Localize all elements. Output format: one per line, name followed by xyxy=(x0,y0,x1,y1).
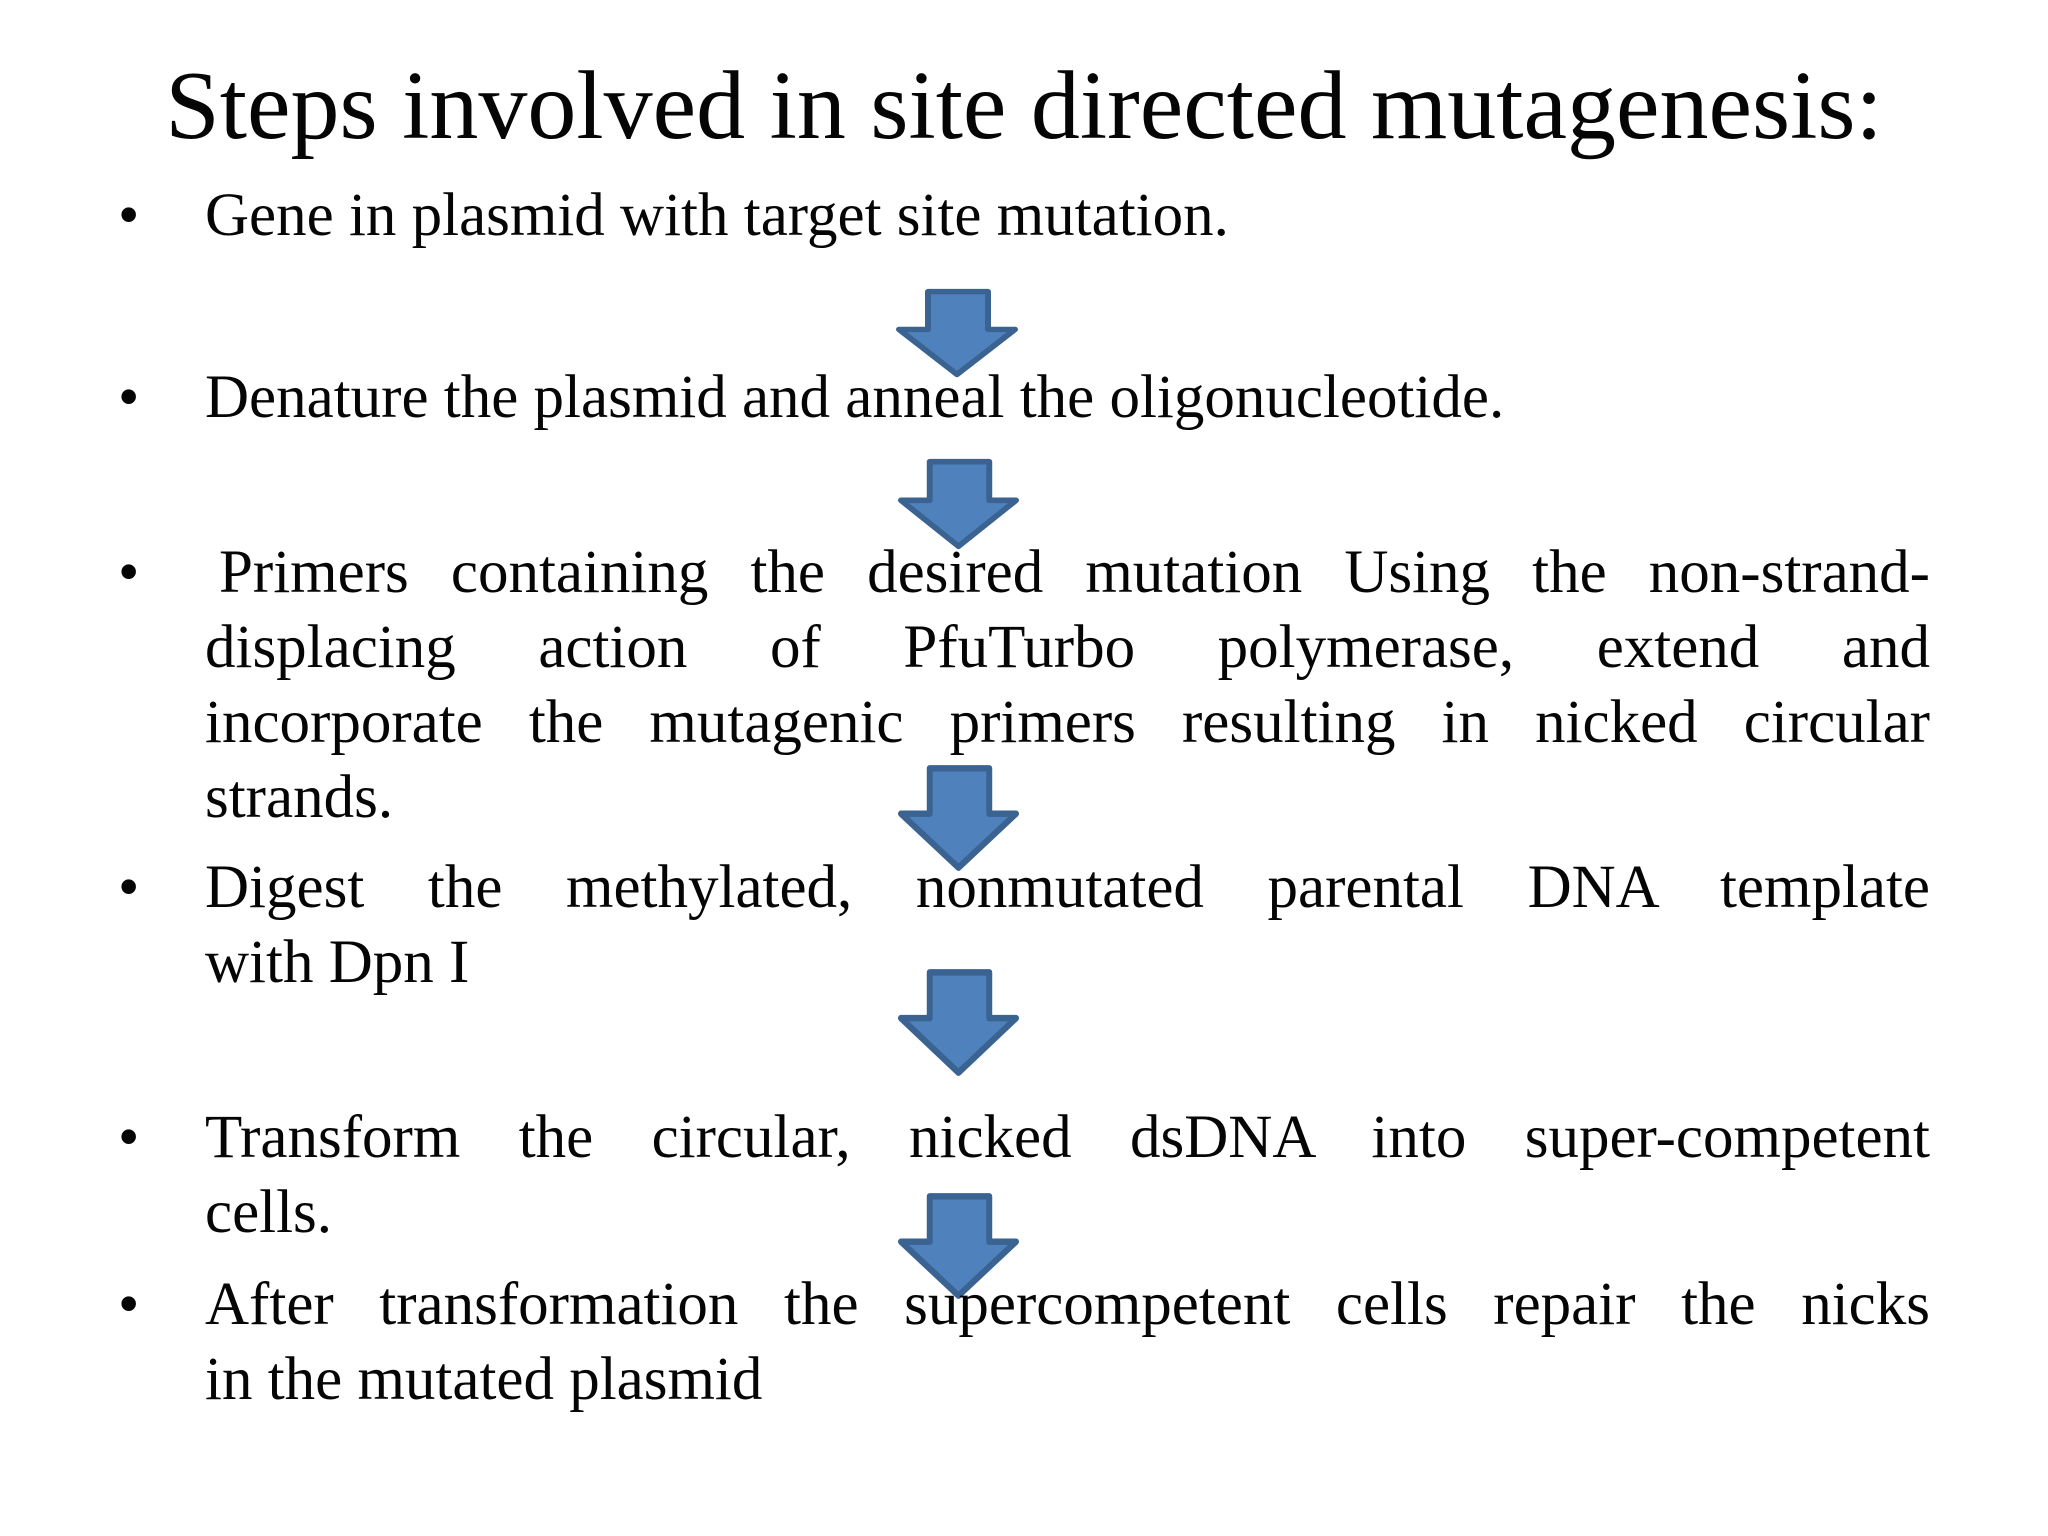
down-arrow-icon xyxy=(896,288,1018,378)
bullet-line: Denature the plasmid and anneal the olig… xyxy=(205,364,1505,431)
bullet-text: Transform the circular, nicked dsDNA int… xyxy=(205,1100,1930,1250)
bullet-text: Denature the plasmid and anneal the olig… xyxy=(205,360,1930,435)
bullet-text: Primers containing the desired mutation … xyxy=(205,535,1930,835)
down-arrow-icon xyxy=(895,288,1019,378)
down-arrow-icon xyxy=(897,1193,1020,1299)
bullet-line: cells. xyxy=(205,1179,333,1246)
bullet-line: strands. xyxy=(205,764,394,831)
bullet-line: Transform the circular, nicked dsDNA int… xyxy=(205,1104,1930,1171)
bullet-line: incorporate the mutagenic primers result… xyxy=(205,689,1930,756)
bullet-line: in the mutated plasmid xyxy=(205,1346,763,1413)
bullet-line: Digest the methylated, nonmutated parent… xyxy=(205,854,1930,921)
bullet-marker: • xyxy=(118,1104,140,1171)
down-arrow-icon xyxy=(897,458,1020,550)
slide-title: Steps involved in site directed mutagene… xyxy=(165,52,1883,160)
bullet-line: with Dpn I xyxy=(205,929,470,996)
down-arrow-icon xyxy=(897,765,1020,871)
bullet-marker: • xyxy=(118,539,140,606)
bullet-line: Primers containing the desired mutation … xyxy=(219,539,1930,606)
bullet-marker: • xyxy=(118,182,140,249)
down-arrow-icon xyxy=(897,968,1020,1077)
bullet-marker: • xyxy=(118,364,140,431)
bullet-text: Gene in plasmid with target site mutatio… xyxy=(205,178,1930,253)
bullet-marker: • xyxy=(118,1271,140,1338)
bullet-line: displacing action of PfuTurbo polymerase… xyxy=(205,614,1930,681)
bullet-line: After transformation the supercompetent … xyxy=(205,1271,1930,1338)
down-arrow-icon xyxy=(897,764,1020,872)
down-arrow-icon xyxy=(897,1192,1020,1300)
bullet-line: Gene in plasmid with target site mutatio… xyxy=(205,182,1229,249)
bullet-text: Digest the methylated, nonmutated parent… xyxy=(205,850,1930,1000)
bullet-text: After transformation the supercompetent … xyxy=(205,1267,1930,1417)
bullet-marker: • xyxy=(118,854,140,921)
down-arrow-icon xyxy=(897,458,1020,550)
down-arrow-icon xyxy=(897,969,1020,1076)
